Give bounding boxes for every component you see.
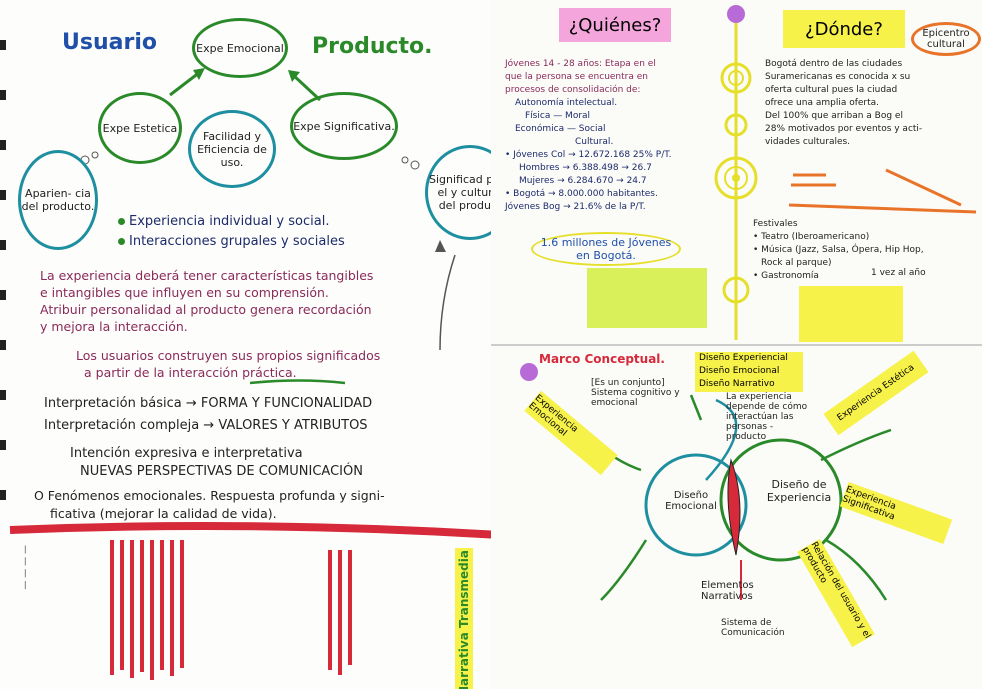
meaning-circle: Significad pata el y cultural del produc… — [425, 145, 491, 240]
who-line: Jóvenes 14 - 28 años: Etapa en el — [505, 59, 656, 69]
festival-line: • Gastronomía — [753, 271, 819, 281]
yearly-note: 1 vez al año — [871, 268, 926, 278]
narrative-transmedia-label: Narrativa Transmedia — [455, 548, 473, 689]
who-line: Hombres → 6.388.498 → 26.7 — [519, 163, 652, 173]
experience-dimension: La experiencia depende de cómo interactú… — [726, 392, 808, 442]
festival-text: Festivales • Teatro (Iberoamericano) • M… — [753, 218, 924, 283]
communication-system: Sistema de Comunicación — [721, 618, 785, 638]
yellow-sticky-note — [799, 286, 903, 342]
bullet-groups: Interacciones grupales y sociales — [118, 234, 345, 249]
concept-tag: Diseño Emocional — [699, 366, 780, 376]
where-line: Del 100% que arriban a Bog el — [765, 111, 903, 121]
interpretation-basic: Interpretación básica → FORMA Y FUNCIONA… — [44, 396, 373, 411]
user-title: Usuario — [62, 30, 157, 55]
concept-tag: Diseño Experiencial — [699, 353, 788, 363]
para1-line2: e intangibles que influyen en su compren… — [40, 285, 329, 300]
aesthetic-circle: Expe Estetica — [98, 92, 182, 164]
festival-line: • Teatro (Iberoamericano) — [753, 232, 870, 242]
bullet-individual: Experiencia individual y social. — [118, 214, 329, 229]
where-line: Bogotá dentro de las ciudades — [765, 59, 903, 69]
who-line: Cultural. — [575, 137, 614, 147]
who-line: • Bogotá → 8.000.000 habitantes. — [505, 189, 658, 199]
concept-tag: Diseño Narrativo — [699, 379, 775, 389]
phenomena-line1: O Fenómenos emocionales. Respuesta profu… — [34, 488, 385, 503]
para1-line1: La experiencia deberá tener característi… — [40, 268, 374, 283]
meaningful-circle: Expe Significativa. — [290, 92, 398, 160]
notebook-page-right: ¿Quiénes? ¿Dónde? Epicentro cultural Jóv… — [491, 0, 982, 689]
para1-line4: y mejora la interacción. — [40, 319, 188, 334]
who-line: Económica — Social — [515, 124, 606, 134]
para1-line3: Atribuir personalidad al producto genera… — [40, 302, 372, 317]
youth-highlight: 1.6 millones de Jóvenes en Bogotá. — [531, 232, 681, 266]
where-note-circle: Epicentro cultural — [911, 22, 981, 56]
intention-line2: NUEVAS PERSPECTIVAS DE COMUNICACIÓN — [80, 464, 363, 479]
concept-tags: Diseño Experiencial Diseño Emocional Dis… — [695, 352, 803, 392]
where-line: oferta cultural pues la ciudad — [765, 85, 898, 95]
festival-line: Festivales — [753, 219, 798, 229]
phenomena-line2: ficativa (mejorar la calidad de vida). — [50, 506, 277, 521]
para2-line1: Los usuarios construyen sus propios sign… — [76, 348, 381, 363]
who-line: Jóvenes Bog → 21.6% de la P/T. — [505, 202, 646, 212]
para2-line2: a partir de la interacción práctica. — [84, 365, 297, 380]
where-line: 28% motivados por eventos y acti- — [765, 124, 923, 134]
concept-set: [Es un conjunto] Sistema cognitivo y emo… — [591, 378, 680, 408]
vertical-note-1: — — — — — [20, 545, 30, 590]
who-line: Mujeres → 6.284.670 → 24.7 — [519, 176, 647, 186]
where-text: Bogotá dentro de las ciudades Suramerica… — [765, 58, 922, 149]
notebook-page-left: Usuario Producto. Expe Emocional Expe Es… — [0, 0, 491, 689]
festival-line: Rock al parque) — [761, 258, 832, 268]
design-emotional: Diseño Emocional — [665, 490, 717, 512]
mind-map-lines — [0, 40, 491, 680]
who-label: ¿Quiénes? — [559, 8, 671, 42]
who-line: que la persona se encuentra en — [505, 72, 648, 82]
product-title: Producto. — [312, 34, 433, 59]
where-line: Suramericanas es conocida x su — [765, 72, 911, 82]
festival-line: • Música (Jazz, Salsa, Ópera, Hip Hop, — [753, 245, 924, 255]
interpretation-complex: Interpretación compleja → VALORES Y ATRI… — [44, 418, 368, 433]
appearance-circle: Aparien- cia del producto. — [18, 150, 98, 250]
where-line: ofrece una amplia oferta. — [765, 98, 880, 108]
concept-title: Marco Conceptual. — [539, 352, 665, 366]
emotional-circle: Expe Emocional — [192, 18, 288, 78]
narrative-elements: Elementos Narrativos — [701, 580, 754, 602]
intention-line1: Intención expresiva e interpretativa — [70, 446, 303, 461]
who-text: Jóvenes 14 - 28 años: Etapa en el que la… — [505, 58, 672, 214]
ease-circle: Facilidad y Eficiencia de uso. — [188, 110, 276, 188]
where-line: vidades culturales. — [765, 137, 851, 147]
who-line: Autonomía intelectual. — [515, 98, 618, 108]
design-center: Diseño de Experiencia — [766, 478, 832, 504]
who-line: Física — Moral — [525, 111, 591, 121]
where-label: ¿Dónde? — [783, 10, 905, 48]
green-sticky-note — [587, 268, 707, 328]
who-line: procesos de consolidación de: — [505, 85, 641, 95]
who-line: • Jóvenes Col → 12.672.168 25% P/T. — [505, 150, 672, 160]
